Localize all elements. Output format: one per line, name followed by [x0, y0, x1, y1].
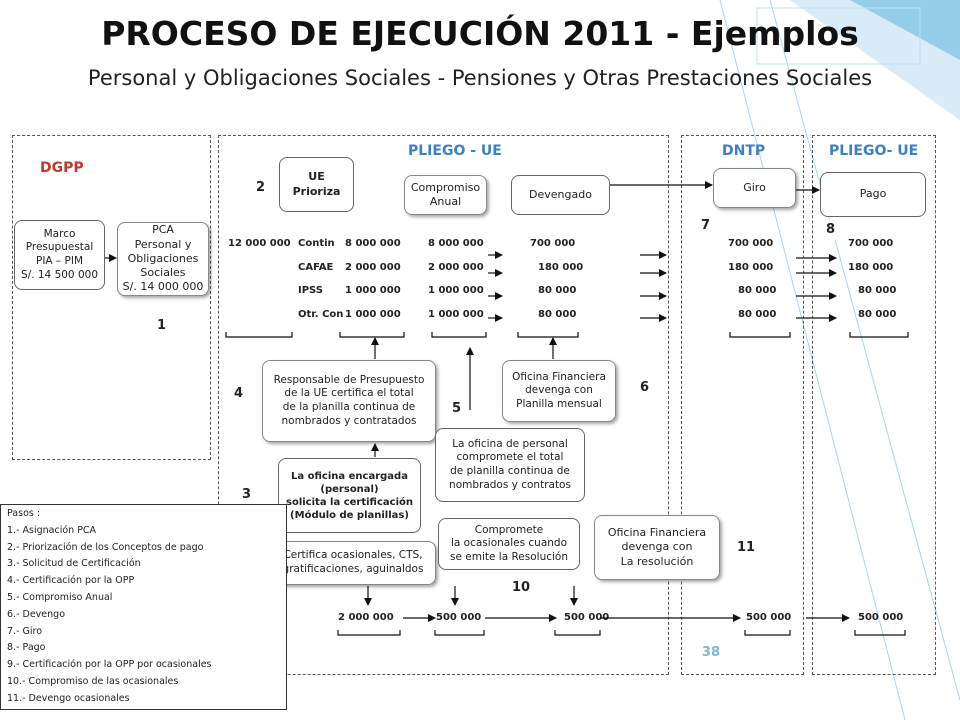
paso-item: 5.- Compromiso Anual — [7, 591, 113, 603]
step-number-5: 5 — [452, 401, 462, 416]
marco-presupuestal-box: Marco Presupuestal PIA – PIM S/. 14 500 … — [14, 220, 105, 290]
paso-item: 3.- Solicitud de Certificación — [7, 558, 141, 570]
ocasional-value-4: 500 000 — [746, 612, 792, 623]
row-3-prioriza: 1 000 000 — [345, 285, 401, 296]
ue-prioriza-box: UE Prioriza — [279, 157, 354, 212]
devengado-box: Devengado — [511, 175, 610, 215]
row-1-label: Contin — [298, 238, 335, 249]
region-label-pliego-ue2: PLIEGO- UE — [829, 143, 919, 159]
row-3-pago: 80 000 — [858, 285, 897, 296]
row-3-compromiso: 1 000 000 — [428, 285, 484, 296]
ocasional-value-3: 500 000 — [564, 612, 610, 623]
ocasional-value-5: 500 000 — [858, 612, 904, 623]
region-label-dgpp: DGPP — [40, 160, 84, 176]
region-dntp — [681, 135, 804, 675]
row-1-prioriza: 8 000 000 — [345, 238, 401, 249]
step-number-3: 3 — [242, 487, 252, 502]
row-4-giro: 80 000 — [738, 309, 777, 320]
page-number: 38 — [702, 645, 721, 660]
step-number-11: 11 — [737, 540, 756, 555]
oficina-encargada-box: La oficina encargada (personal) solicita… — [278, 458, 421, 533]
row-2-label: CAFAE — [298, 262, 334, 273]
row-4-prioriza: 1 000 000 — [345, 309, 401, 320]
row-2-compromiso: 2 000 000 — [428, 262, 484, 273]
row-3-giro: 80 000 — [738, 285, 777, 296]
row-4-devengado: 80 000 — [538, 309, 577, 320]
pca-box: PCA Personal y Obligaciones Sociales S/.… — [117, 222, 209, 296]
page-title: PROCESO DE EJECUCIÓN 2011 - Ejemplos — [101, 14, 859, 53]
ocasional-value-2: 500 000 — [436, 612, 482, 623]
row-1-pago: 700 000 — [848, 238, 894, 249]
paso-item: 2.- Priorización de los Conceptos de pag… — [7, 541, 204, 553]
region-dgpp — [12, 135, 211, 460]
row-4-pago: 80 000 — [858, 309, 897, 320]
row-4-compromiso: 1 000 000 — [428, 309, 484, 320]
pasos-list: 1.- Asignación PCA 2.- Priorización de lo… — [7, 523, 280, 708]
responsable-presupuesto-box: Responsable de Presupuesto de la UE cert… — [262, 360, 436, 442]
paso-item: 6.- Devengo — [7, 608, 66, 620]
step-number-1: 1 — [157, 318, 167, 333]
paso-item: 1.- Asignación PCA — [7, 524, 97, 536]
region-label-pliego-ue: PLIEGO - UE — [408, 143, 502, 159]
paso-item: 11.- Devengo ocasionales — [7, 692, 130, 704]
step-number-6: 6 — [640, 380, 650, 395]
paso-item: 9.- Certificación por la OPP por ocasion… — [7, 659, 212, 671]
oficina-financiera-planilla-box: Oficina Financiera devenga con Planilla … — [502, 360, 616, 422]
step-number-4: 4 — [234, 386, 244, 401]
row-1-giro: 700 000 — [728, 238, 774, 249]
row-2-giro: 180 000 — [728, 262, 774, 273]
pasos-legend: Pasos : 1.- Asignación PCA 2.- Priorizaci… — [0, 504, 287, 710]
row-2-prioriza: 2 000 000 — [345, 262, 401, 273]
row-3-label: IPSS — [298, 285, 324, 296]
row-2-pago: 180 000 — [848, 262, 894, 273]
compromiso-anual-box: Compromiso Anual — [404, 175, 487, 215]
row-4-label: Otr. Con — [298, 309, 344, 320]
giro-box: Giro — [713, 168, 796, 208]
row-3-devengado: 80 000 — [538, 285, 577, 296]
certifica-ocasionales-box: Certifica ocasionales, CTS, gratificacio… — [270, 541, 436, 585]
oficina-financiera-resolucion-box: Oficina Financiera devenga con La resolu… — [594, 515, 720, 580]
paso-item: 10.- Compromiso de las ocasionales — [7, 675, 179, 687]
step-number-8: 8 — [820, 220, 846, 240]
ocasional-value-1: 2 000 000 — [338, 612, 394, 623]
step-number-2: 2 — [256, 180, 266, 195]
compromete-ocasionales-box: Compromete la ocasionales cuando se emit… — [438, 518, 580, 570]
pasos-title: Pasos : — [7, 508, 41, 519]
paso-item: 8.- Pago — [7, 642, 46, 654]
region-pliego-ue — [218, 135, 669, 675]
step-number-10: 10 — [512, 580, 531, 595]
paso-item: 4.- Certificación por la OPP — [7, 575, 135, 587]
oficina-personal-box: La oficina de personal compromete el tot… — [435, 428, 585, 502]
row-1-devengado: 700 000 — [530, 238, 576, 249]
page-subtitle: Personal y Obligaciones Sociales - Pensi… — [87, 66, 873, 90]
step-number-7: 7 — [701, 218, 711, 233]
row-1-total: 12 000 000 — [228, 238, 291, 249]
region-pliego-ue2 — [812, 135, 936, 675]
region-label-dntp: DNTP — [722, 143, 766, 159]
paso-item: 7.- Giro — [7, 625, 43, 637]
row-1-compromiso: 8 000 000 — [428, 238, 484, 249]
pago-box: Pago — [820, 172, 926, 217]
row-2-devengado: 180 000 — [538, 262, 584, 273]
